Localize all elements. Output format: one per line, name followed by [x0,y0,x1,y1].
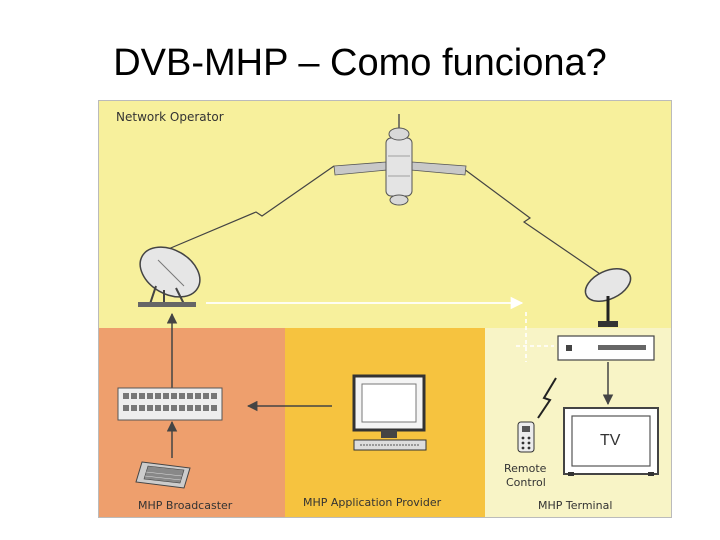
diagram-border [98,100,672,518]
computer-icon [352,374,427,451]
set-top-box-icon [557,335,655,361]
broadcast-equipment-icon [117,387,223,421]
remote-control-icon [517,421,535,453]
tv-label: TV [600,432,621,449]
remote-signal-bolt [537,377,557,419]
uplink-beam [165,165,335,251]
downlink-dish-icon [584,268,632,327]
remote-control-label-line2: Control [506,476,546,489]
terminal-label: MHP Terminal [538,499,613,512]
app-provider-label: MHP Application Provider [303,496,442,509]
keyboard-icon [135,461,191,489]
broadcaster-label: MHP Broadcaster [138,499,233,512]
mhp-diagram: Network Operator TV Remote Control MHP B… [98,100,672,518]
network-operator-label: Network Operator [116,110,224,124]
remote-control-label-line1: Remote [504,462,547,475]
satellite-icon [333,114,467,206]
slide-title: DVB-MHP – Como funciona? [113,42,607,84]
tv-icon [563,407,659,476]
diagram-canvas [98,100,672,518]
broadcaster-region [98,328,285,518]
downlink-beam [459,165,604,277]
uplink-dish-icon [138,246,201,307]
